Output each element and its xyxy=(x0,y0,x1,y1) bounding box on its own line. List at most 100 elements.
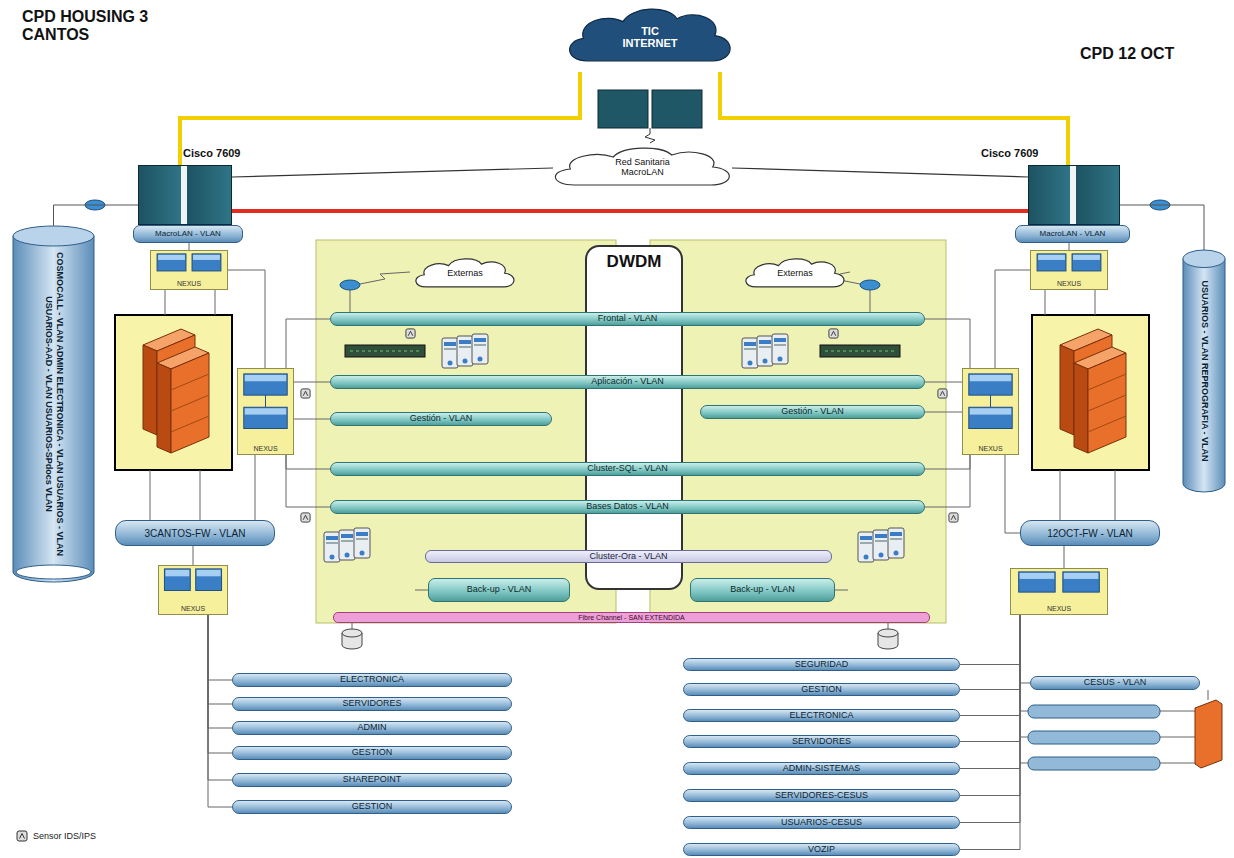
graphic-part xyxy=(265,395,266,407)
graphic-part xyxy=(650,240,946,623)
node-label: SERVIDORES xyxy=(343,699,402,709)
network-link xyxy=(1064,546,1065,568)
graphic-part xyxy=(970,408,1011,414)
graphic-part xyxy=(157,254,186,271)
nexus-switch: NEXUS xyxy=(1010,568,1108,615)
graphic-part xyxy=(829,329,838,338)
network-link xyxy=(180,72,580,165)
graphic-part xyxy=(301,513,310,522)
network-link xyxy=(925,319,970,368)
firewall-device xyxy=(1195,700,1222,768)
vlan-bar: SHAREPOINT xyxy=(232,773,512,787)
node-label: DWDM xyxy=(607,253,662,272)
graphic-part xyxy=(244,374,287,395)
node-label: Cisco 7609 xyxy=(981,147,1038,159)
node-label: Aplicación - VLAN xyxy=(591,377,664,387)
vlan-bar: MacroLAN - VLAN xyxy=(1015,225,1130,243)
network-link xyxy=(286,319,330,368)
node-label: ELECTRONICA xyxy=(789,711,853,721)
node-label: TIC INTERNET xyxy=(615,25,685,49)
node-label: CESUS - VLAN xyxy=(1084,678,1147,688)
network-link xyxy=(960,615,1020,769)
graphic-part xyxy=(13,236,94,582)
shape-outline xyxy=(238,369,293,454)
vlan-bar: Frontal - VLAN xyxy=(330,312,925,326)
graphic-part xyxy=(1028,705,1160,718)
legend: Sensor IDS/IPS xyxy=(16,830,96,842)
node-label: 12OCT-FW - VLAN xyxy=(1047,528,1133,539)
node-label: SERVIDORES xyxy=(792,737,851,747)
graphic-part xyxy=(990,395,991,407)
site-panel xyxy=(316,240,946,623)
nexus-switch: NEXUS xyxy=(150,250,228,290)
vlan-bar: VOZIP xyxy=(683,843,960,856)
vlan-bar: 3CANTOS-FW - VLAN xyxy=(115,520,275,546)
vlan-bar: ELECTRONICA xyxy=(232,673,512,687)
external-cloud: Externas xyxy=(410,255,520,293)
graphic-part xyxy=(165,570,189,576)
graphic-part xyxy=(570,9,731,61)
node-label: 3CANTOS-FW - VLAN xyxy=(145,528,246,539)
network-link xyxy=(1020,615,1030,683)
node-label: NEXUS xyxy=(181,605,205,613)
node-label: NEXUS xyxy=(253,445,277,453)
shape-outline xyxy=(963,369,1018,454)
network-link xyxy=(232,209,1028,213)
graphic-part xyxy=(164,569,190,591)
graphic-part xyxy=(1183,259,1225,492)
network-link xyxy=(1120,205,1204,250)
vlan-bar: Cluster-Ora - VLAN xyxy=(425,550,832,563)
vlan-bar: CESUS - VLAN xyxy=(1030,676,1200,690)
external-cloud: Externas xyxy=(740,255,850,293)
sensor-symbol xyxy=(16,830,28,842)
node-label: ADMIN-SISTEMAS xyxy=(783,764,861,774)
node-label: ELECTRONICA xyxy=(340,675,404,685)
node-label: Externas xyxy=(447,269,483,279)
graphic-part xyxy=(245,408,286,414)
vlan-cylinder: COSMOCALL - VLAN ADMIN ELECTRONICA - VLA… xyxy=(12,226,95,582)
network-link xyxy=(189,243,190,250)
graphic-part xyxy=(652,90,702,128)
network-link xyxy=(1069,243,1070,250)
vlan-bar: Gestión - VLAN xyxy=(330,412,552,426)
graphic-part xyxy=(555,148,729,185)
network-link xyxy=(960,615,1020,665)
vlan-bar: SERVIDORES-CESUS xyxy=(683,789,960,802)
vlan-bar: Back-up - VLAN xyxy=(428,578,570,602)
graphic-part xyxy=(196,569,222,591)
graphic-part xyxy=(969,374,1012,395)
core-router: Cisco 7609 xyxy=(1028,165,1120,225)
network-link xyxy=(960,615,1020,796)
node-label: Gestión - VLAN xyxy=(781,407,844,417)
network-link xyxy=(294,419,330,420)
network-link xyxy=(925,412,962,413)
graphic-part xyxy=(938,389,947,398)
site-heading: CPD HOUSING 3 CANTOS xyxy=(22,8,197,45)
node-label: NEXUS xyxy=(1047,605,1071,613)
vlan-cylinder: USUARIOS - VLAN REPROGRAFIA - VLAN xyxy=(1182,250,1226,492)
graphic-part xyxy=(1038,255,1065,260)
network-link xyxy=(960,615,1020,823)
network-link xyxy=(208,615,232,807)
vlan-bar: Bases Datos - VLAN xyxy=(330,500,925,514)
vlan-bar: Cluster-SQL - VLAN xyxy=(330,462,925,476)
network-link xyxy=(54,205,139,226)
graphic-part xyxy=(746,259,844,287)
graphic-part xyxy=(316,240,616,623)
graphic-part xyxy=(324,528,370,562)
vlan-bar: 12OCT-FW - VLAN xyxy=(1020,520,1160,546)
node-label: Back-up - VLAN xyxy=(467,585,532,595)
graphic-part xyxy=(1073,255,1100,260)
node-label: SEGURIDAD xyxy=(795,660,849,670)
vlan-bar: MacroLAN - VLAN xyxy=(133,225,243,243)
graphic-part xyxy=(244,407,287,428)
graphic-part xyxy=(1020,573,1055,579)
node-label: Fibre Channel - SAN EXTENDIDA xyxy=(578,614,685,622)
network-link xyxy=(720,72,1068,165)
node-label: USUARIOS - VLAN REPROGRAFIA - VLAN xyxy=(1198,270,1209,472)
node-label: NEXUS xyxy=(978,445,1002,453)
network-link xyxy=(960,615,1020,742)
site-heading: CPD 12 OCT xyxy=(1080,45,1174,63)
vlan-bar: Aplicación - VLAN xyxy=(330,375,925,389)
